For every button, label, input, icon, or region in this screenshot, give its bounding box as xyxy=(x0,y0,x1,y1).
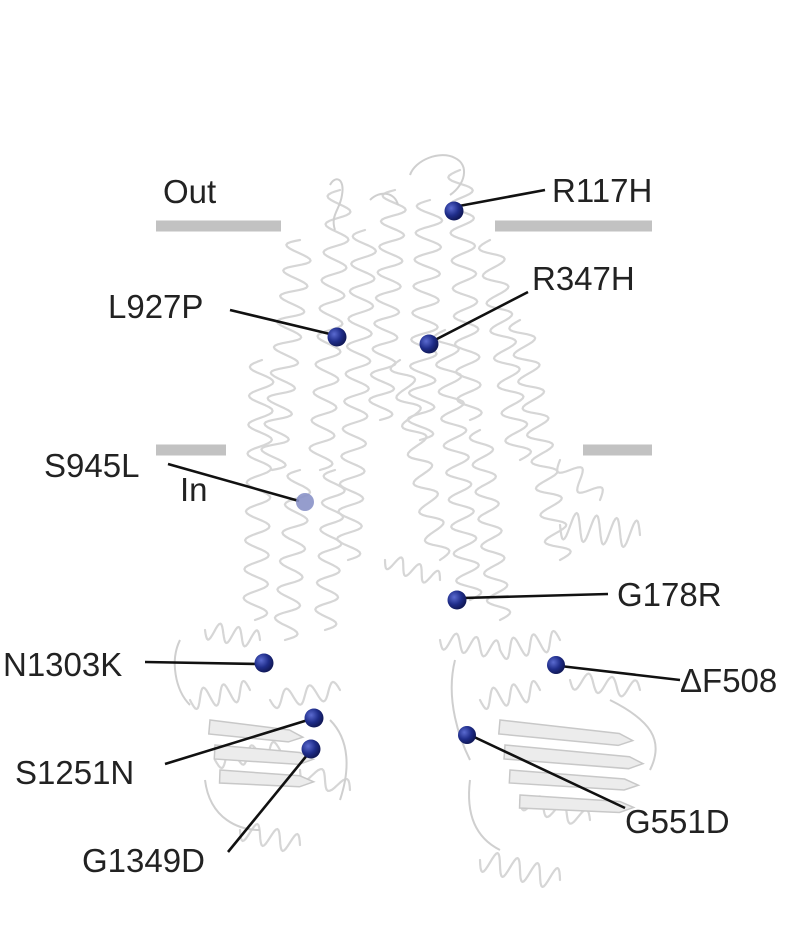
beta-sheet xyxy=(207,719,305,743)
leader-L927P xyxy=(229,308,331,336)
label-R117H: R117H xyxy=(552,172,652,209)
beta-sheet xyxy=(503,744,645,770)
helix-segment xyxy=(556,458,604,502)
helix-segment xyxy=(478,679,542,711)
helix-segment xyxy=(203,622,262,648)
helix-segment xyxy=(478,852,562,888)
label-G178R: G178R xyxy=(617,576,722,613)
site-R347H xyxy=(419,334,439,354)
site-R117H xyxy=(444,201,464,221)
in-label: In xyxy=(180,471,208,508)
helix-segment xyxy=(438,632,502,658)
helix-segment xyxy=(389,358,451,562)
site-S1251N xyxy=(304,708,324,728)
leader-dF508 xyxy=(559,664,681,682)
mutation-sites xyxy=(254,201,565,759)
membrane-boundaries xyxy=(156,220,652,456)
site-G178R xyxy=(447,590,467,610)
helix-segment xyxy=(336,228,377,562)
helix-segment xyxy=(498,629,562,661)
leader-G551D xyxy=(471,734,626,810)
beta-sheet xyxy=(518,794,636,814)
protein-ribbon xyxy=(173,154,657,888)
helix-segment xyxy=(308,188,352,472)
helix-segment xyxy=(568,672,642,698)
helix-segment xyxy=(558,511,642,549)
label-dF508: ΔF508 xyxy=(680,662,777,699)
loop-segment xyxy=(204,779,261,831)
leader-G178R xyxy=(462,592,609,600)
helix-segment xyxy=(383,556,442,584)
loop-segment xyxy=(173,639,191,706)
helix-segment xyxy=(406,198,444,442)
beta-sheet xyxy=(213,744,316,766)
out-label: Out xyxy=(163,173,216,210)
beta-sheet xyxy=(497,719,635,747)
leader-N1303K xyxy=(144,660,259,666)
mutation-labels: R117H R347H L927P S945L G178R N1303K ΔF5… xyxy=(3,172,777,879)
helix-segment xyxy=(268,680,342,710)
loop-segment xyxy=(609,699,657,771)
helix-segment xyxy=(260,238,312,472)
leader-G1349D xyxy=(226,753,310,853)
label-S945L: S945L xyxy=(44,447,139,484)
loop-segment xyxy=(450,659,471,761)
leader-R347H xyxy=(432,290,529,343)
helix-segment xyxy=(432,328,483,602)
loop-segment xyxy=(468,779,501,851)
helix-segment xyxy=(508,318,572,562)
loop-segment xyxy=(329,178,344,231)
loop-segment xyxy=(369,192,399,206)
helix-segment xyxy=(468,428,512,622)
site-G551D xyxy=(458,726,476,744)
label-R347H: R347H xyxy=(532,260,635,297)
site-S945L xyxy=(296,493,314,511)
leader-S1251N xyxy=(164,718,309,766)
helix-segment xyxy=(238,822,302,853)
leader-S945L xyxy=(167,462,300,503)
leader-R117H xyxy=(458,188,546,208)
label-L927P: L927P xyxy=(108,288,203,325)
site-G1349D xyxy=(301,739,321,759)
label-G551D: G551D xyxy=(625,803,730,840)
leader-lines xyxy=(144,188,681,853)
site-N1303K xyxy=(254,653,274,673)
beta-sheet xyxy=(508,769,641,791)
site-dF508 xyxy=(547,656,565,674)
helix-segment xyxy=(477,238,533,462)
site-L927P xyxy=(327,327,347,347)
helix-segment xyxy=(314,468,346,632)
loop-segment xyxy=(409,154,465,196)
helix-segment xyxy=(188,679,252,711)
loop-segment xyxy=(329,719,348,801)
label-G1349D: G1349D xyxy=(82,842,205,879)
beta-sheet xyxy=(218,769,316,788)
label-N1303K: N1303K xyxy=(3,646,122,683)
label-S1251N: S1251N xyxy=(15,754,134,791)
helix-segment xyxy=(368,188,407,422)
